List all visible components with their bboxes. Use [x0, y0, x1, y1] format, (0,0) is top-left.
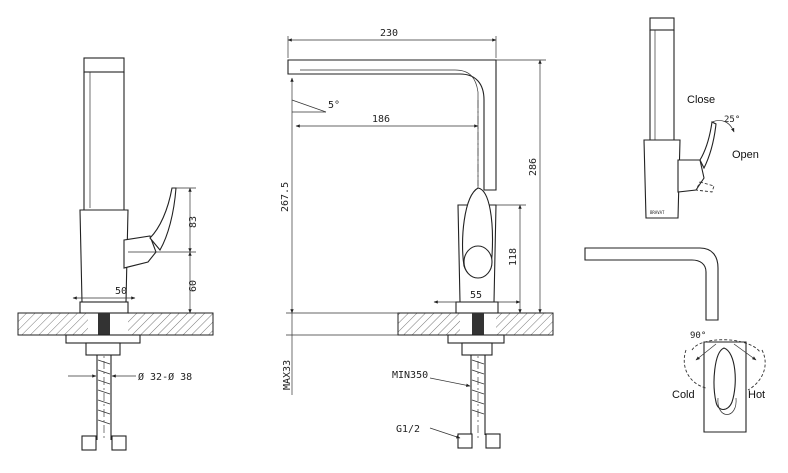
- column-cap: [83, 57, 125, 73]
- dim-thread: G1/2: [396, 424, 420, 435]
- dim-base-height: 60: [188, 280, 199, 292]
- label-cold: Cold: [672, 389, 695, 401]
- side-view: 50 83 60 Ø 32-Ø 38: [17, 57, 214, 451]
- dim-spout-length: 230: [380, 28, 398, 39]
- dim-body-width: 55: [470, 290, 482, 301]
- dim-spout-angle: 5°: [328, 100, 340, 111]
- hot-cold-view: 90° Cold Hot: [584, 247, 766, 433]
- dim-reach: 186: [372, 114, 390, 125]
- dim-max-thickness: MAX33: [282, 360, 293, 390]
- dim-spout-height: 267.5: [280, 182, 291, 212]
- label-rotation-angle: 90°: [690, 331, 706, 341]
- open-close-view: BRAVAT Close 25° Open: [643, 17, 759, 219]
- dim-hose-length: MIN350: [392, 370, 428, 381]
- dim-total-height: 286: [528, 158, 539, 176]
- front-view: 230 186 5° 267.5 286 118 55 MAX33 MIN350…: [280, 28, 554, 449]
- dim-lever-height: 118: [508, 248, 519, 266]
- dim-handle-height: 83: [188, 216, 199, 228]
- spout: [287, 59, 497, 191]
- brand-logo: BRAVAT: [650, 210, 665, 215]
- side-washer: [65, 334, 141, 344]
- label-open: Open: [732, 149, 759, 161]
- label-hot: Hot: [748, 389, 765, 401]
- label-close: Close: [687, 94, 715, 106]
- top-spout: [584, 247, 719, 321]
- dim-base-width: 50: [115, 286, 127, 297]
- oc-body: [643, 139, 681, 219]
- side-handle-lever: [149, 187, 177, 251]
- label-close-angle: 25°: [724, 115, 740, 125]
- dim-hole-diameter: Ø 32-Ø 38: [138, 371, 192, 383]
